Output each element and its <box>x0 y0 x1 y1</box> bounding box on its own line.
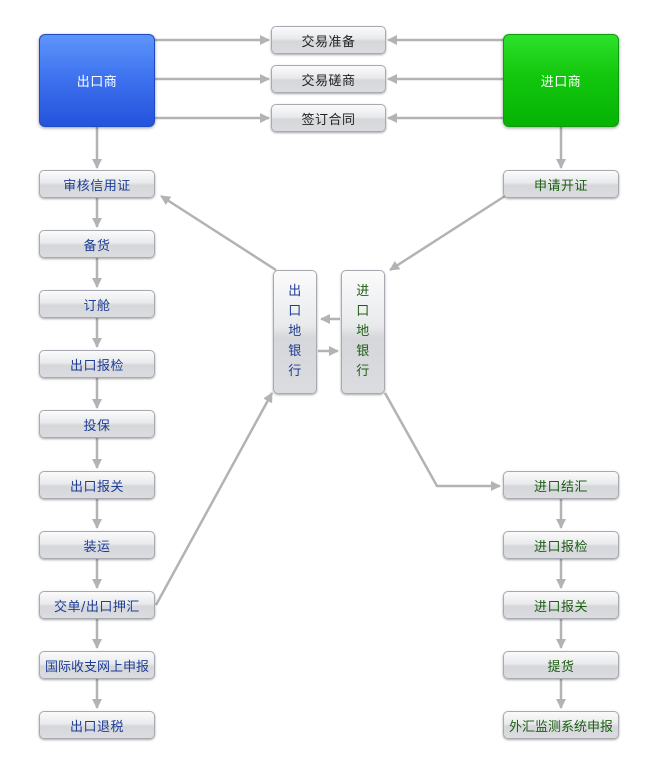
import-bank-char: 进 <box>356 284 370 299</box>
import-bank-char: 行 <box>356 364 370 379</box>
arrow-apply-lc-to-bank <box>389 194 506 272</box>
import-bank-char: 地 <box>356 324 370 339</box>
export-step: 装运 <box>39 531 155 559</box>
export-bank-char: 行 <box>288 364 302 379</box>
importer-box: 进口商 <box>503 34 619 127</box>
import-bank-char: 银 <box>356 344 370 359</box>
export-bank-char: 出 <box>288 284 302 299</box>
export-step: 出口报检 <box>39 350 155 378</box>
export-step: 出口报关 <box>39 471 155 499</box>
import-step: 进口报关 <box>503 591 619 619</box>
negotiation-contract: 签订合同 <box>271 104 386 132</box>
export-step: 审核信用证 <box>39 170 155 198</box>
export-bank-char: 银 <box>288 344 302 359</box>
negotiation-prep: 交易准备 <box>271 26 386 54</box>
import-step: 提货 <box>503 651 619 679</box>
arrow-bank-to-settlement <box>383 392 501 491</box>
importer-label: 进口商 <box>540 75 582 90</box>
export-step: 出口退税 <box>39 711 155 739</box>
arrow-negotiation-to-bank <box>154 392 274 606</box>
export-bank-box: 出 口 地 银 行 <box>273 270 317 394</box>
export-bank-char: 地 <box>288 324 302 339</box>
import-bank-char: 口 <box>356 304 370 319</box>
arrow-bank-to-review-lc <box>160 194 277 272</box>
exporter-label: 出口商 <box>76 75 118 90</box>
negotiation-talks: 交易磋商 <box>271 65 386 93</box>
import-step: 外汇监测系统申报 <box>503 711 619 739</box>
export-step: 投保 <box>39 410 155 438</box>
import-step: 进口报检 <box>503 531 619 559</box>
import-bank-box: 进 口 地 银 行 <box>341 270 385 394</box>
import-step: 进口结汇 <box>503 471 619 499</box>
export-bank-char: 口 <box>288 304 302 319</box>
export-step: 订舱 <box>39 290 155 318</box>
export-step: 交单/出口押汇 <box>39 591 155 619</box>
import-step: 申请开证 <box>503 170 619 198</box>
export-step: 备货 <box>39 230 155 258</box>
exporter-box: 出口商 <box>39 34 155 127</box>
export-step: 国际收支网上申报 <box>39 651 155 679</box>
